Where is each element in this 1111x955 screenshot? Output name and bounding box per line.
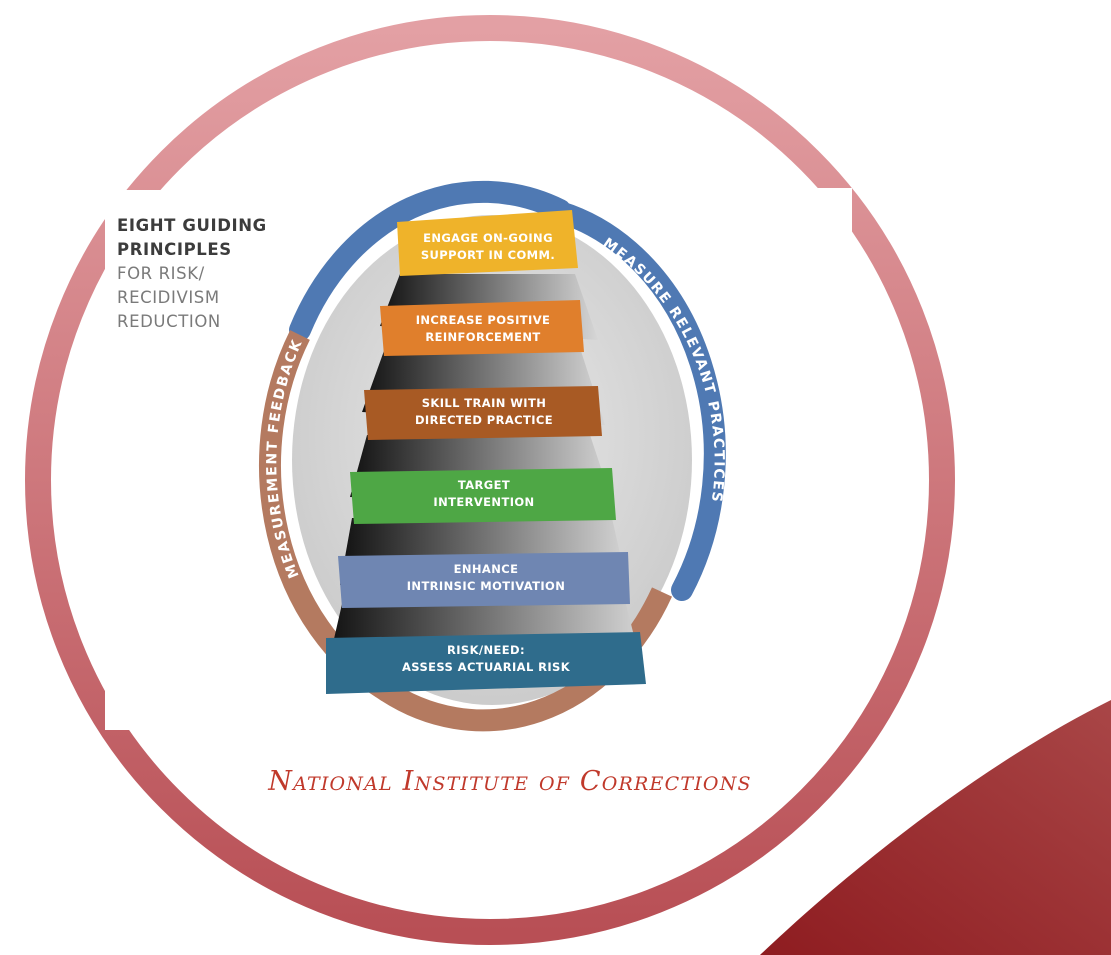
step-5: ENHANCE INTRINSIC MOTIVATION (338, 552, 630, 608)
step-1-line2: SUPPORT IN COMM. (421, 248, 555, 262)
corner-swoosh (760, 700, 1111, 955)
step-4: TARGET INTERVENTION (350, 468, 616, 524)
title-line-3: FOR RISK/ (117, 264, 205, 283)
step-2-line2: REINFORCEMENT (425, 330, 540, 344)
step-ribbon-1 (397, 210, 578, 276)
step-1: ENGAGE ON-GOING SUPPORT IN COMM. (397, 210, 578, 276)
organization-name: National Institute of Corrections (268, 766, 752, 797)
step-1-line1: ENGAGE ON-GOING (423, 231, 553, 245)
step-2-line1: INCREASE POSITIVE (416, 313, 551, 327)
title-line-4: RECIDIVISM (117, 288, 220, 307)
step-ribbon-5 (338, 552, 630, 608)
step-6-line2: ASSESS ACTUARIAL RISK (402, 660, 571, 674)
right-white-panel (812, 188, 852, 258)
step-2: INCREASE POSITIVE REINFORCEMENT (380, 300, 584, 356)
title-line-1: EIGHT GUIDING (117, 216, 267, 235)
step-3-line2: DIRECTED PRACTICE (415, 413, 553, 427)
step-ribbon-6 (326, 632, 646, 694)
step-4-line2: INTERVENTION (433, 495, 534, 509)
step-3-line1: SKILL TRAIN WITH (422, 396, 546, 410)
outer-ring (25, 15, 955, 945)
step-6: RISK/NEED: ASSESS ACTUARIAL RISK (326, 632, 646, 694)
step-ribbon-4 (350, 468, 616, 524)
step-ribbon-3 (364, 386, 602, 440)
top-left-blue-arc (289, 180, 571, 341)
right-blue-arc (549, 201, 726, 601)
step-3: SKILL TRAIN WITH DIRECTED PRACTICE (364, 386, 602, 440)
title-line-2: PRINCIPLES (117, 240, 232, 259)
step-4-line1: TARGET (458, 478, 510, 492)
step-6-line1: RISK/NEED: (447, 643, 525, 657)
step-ribbon-2 (380, 300, 584, 356)
left-white-panel (105, 190, 235, 730)
title-block: EIGHT GUIDING PRINCIPLES FOR RISK/ RECID… (117, 214, 317, 334)
step-5-line2: INTRINSIC MOTIVATION (407, 579, 566, 593)
title-line-5: REDUCTION (117, 312, 221, 331)
step-5-line1: ENHANCE (454, 562, 519, 576)
